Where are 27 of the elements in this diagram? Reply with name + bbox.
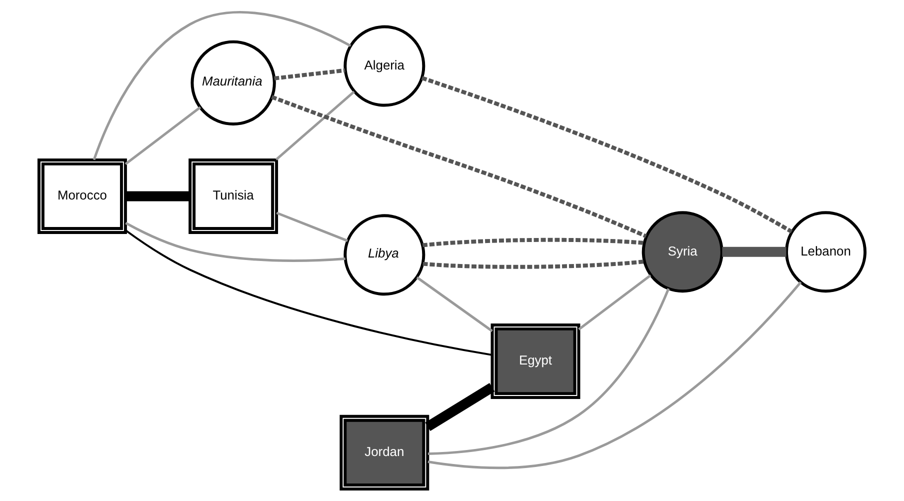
connector: [124, 106, 202, 166]
connector: [428, 281, 802, 470]
node-box: Jordan: [340, 414, 430, 490]
connector: [92, 11, 352, 160]
connector: [428, 288, 670, 456]
connector: [271, 95, 647, 238]
connector: [125, 222, 346, 262]
connector: [578, 274, 652, 330]
connector: [722, 246, 786, 257]
node-circle: Lebanon: [785, 211, 867, 293]
connector: [422, 238, 644, 248]
node-circle: Mauritania: [190, 40, 276, 126]
connector: [125, 230, 492, 356]
node-circle: Algeria: [344, 25, 426, 107]
node-circle: Syria: [642, 211, 724, 293]
connector: [126, 191, 190, 202]
connector: [422, 260, 645, 269]
connector: [276, 212, 348, 242]
connector: [275, 90, 355, 161]
node-box: Morocco: [37, 158, 127, 234]
node-circle: Libya: [344, 214, 426, 296]
connector: [416, 276, 493, 332]
node-box: Tunisia: [188, 158, 278, 234]
connector: [425, 383, 495, 431]
node-box: Egypt: [490, 323, 580, 400]
connector: [274, 68, 346, 80]
connector: [421, 76, 793, 234]
